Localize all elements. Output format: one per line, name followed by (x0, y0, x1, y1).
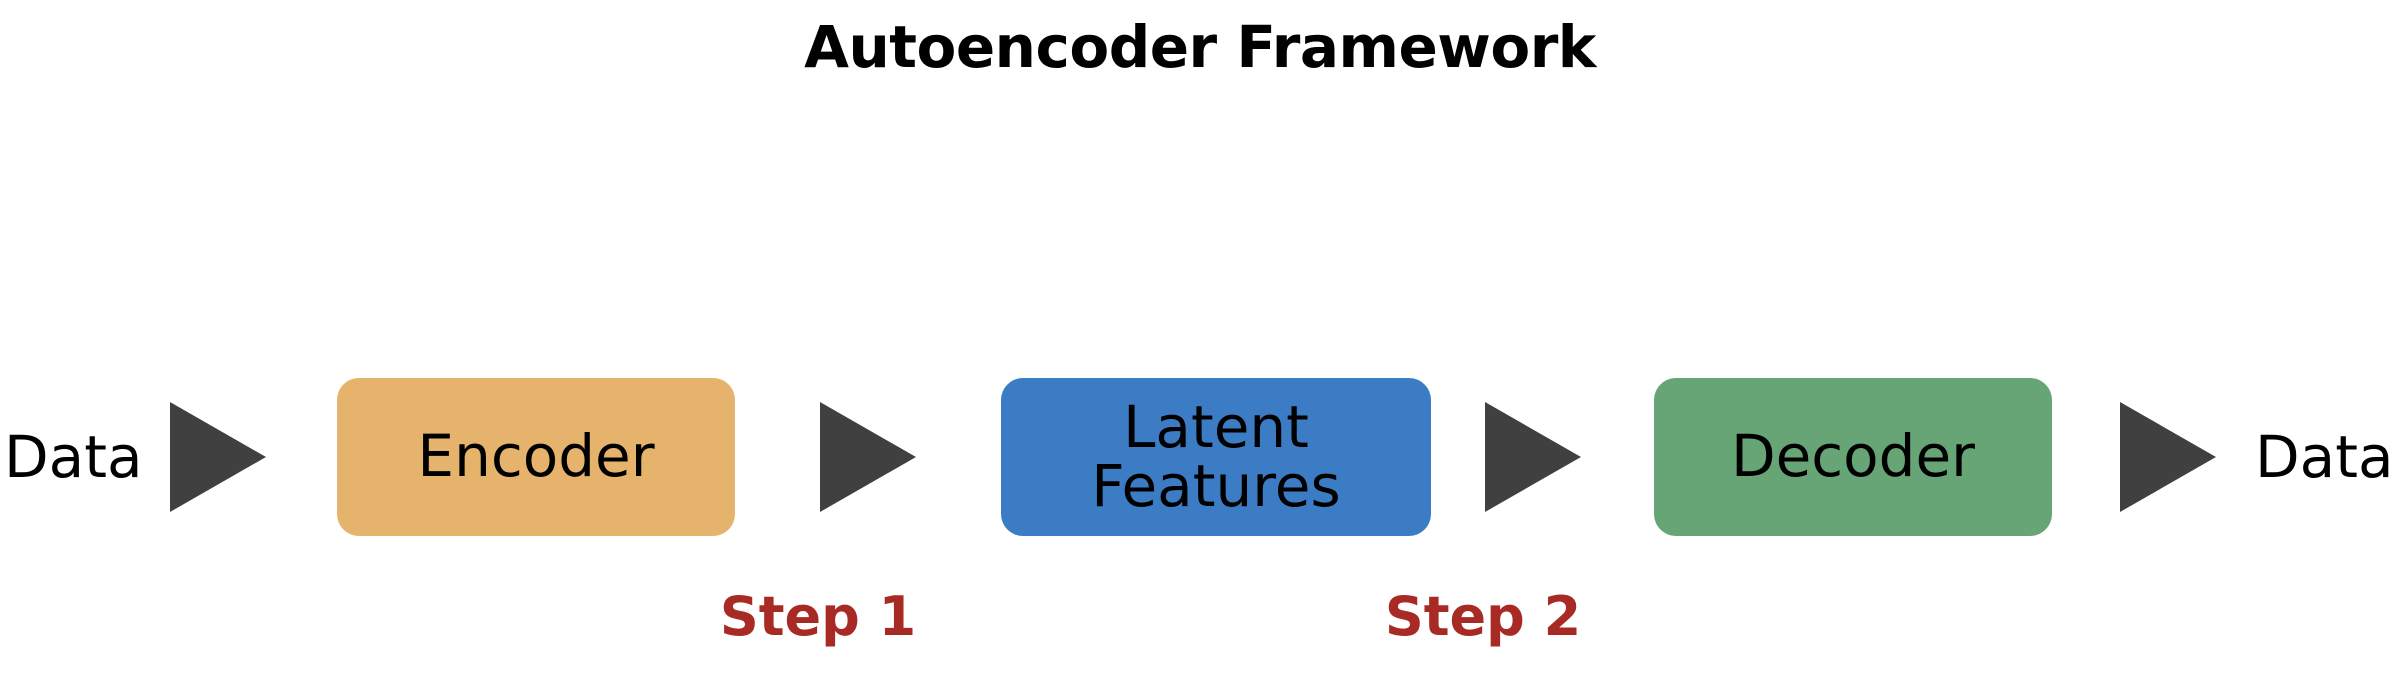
stage-box-latent-features[interactable]: Latent Features (1001, 378, 1431, 536)
right-triangle-arrow-icon (168, 400, 268, 514)
page-title: Autoencoder Framework (804, 13, 1596, 81)
stage-label-latent-line-1: Latent (1123, 392, 1309, 461)
pipeline-row: Data Encoder Latent Features Decoder (0, 378, 2400, 536)
stage-label-latent-line-2: Features (1091, 452, 1341, 520)
step-2-caption: Step 2 (1384, 585, 1582, 648)
right-triangle-arrow-icon (1483, 400, 1583, 514)
stage-label-decoder: Decoder (1730, 422, 1976, 491)
step-1-caption: Step 1 (719, 585, 917, 648)
stage-box-encoder[interactable]: Encoder (337, 378, 735, 536)
stage-box-decoder[interactable]: Decoder (1654, 378, 2052, 536)
right-triangle-arrow-icon (818, 400, 918, 514)
data-input-label: Data (4, 423, 143, 491)
data-output-label: Data (2255, 423, 2394, 491)
stage-label-encoder: Encoder (417, 422, 655, 491)
right-triangle-arrow-icon (2118, 400, 2218, 514)
